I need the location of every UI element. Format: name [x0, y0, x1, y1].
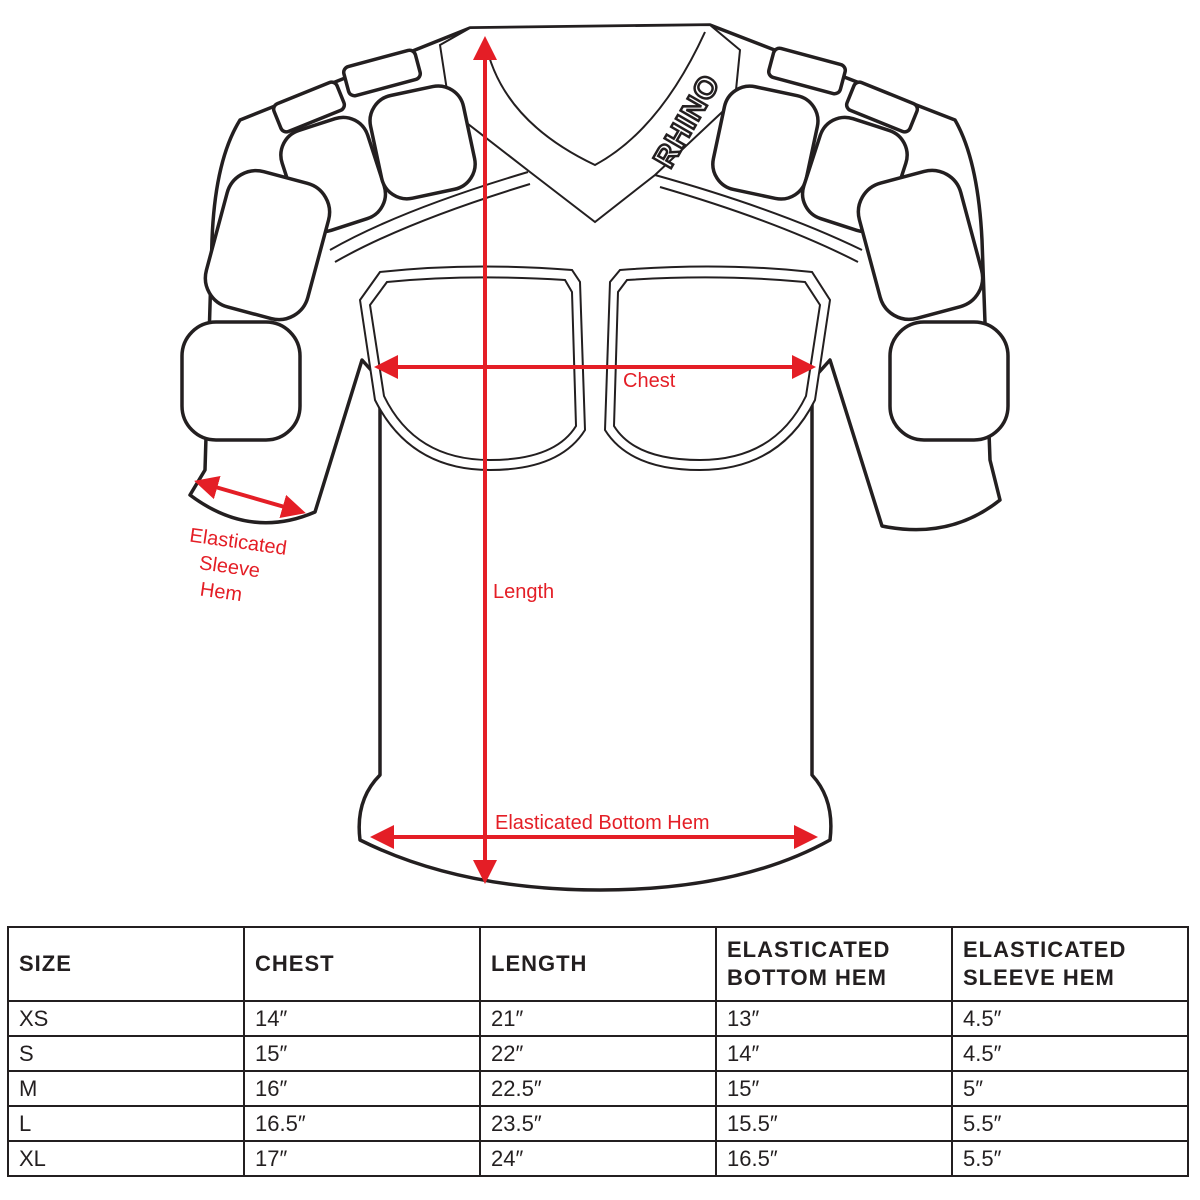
collar-inner	[484, 31, 706, 167]
table-cell: XL	[7, 1140, 245, 1177]
sleeve-hem-arrow	[194, 476, 306, 518]
table-cell: XS	[7, 1000, 245, 1037]
shoulder-strip-left-1	[271, 80, 347, 134]
table-cell: S	[7, 1035, 245, 1072]
table-cell: 5.5″	[951, 1105, 1189, 1142]
sleeve-hem-label: Elasticated Sleeve Hem	[188, 525, 288, 607]
table-cell: 23.5″	[479, 1105, 717, 1142]
chest-pad-left-inner	[368, 276, 578, 462]
yoke-seam-left-2	[334, 183, 531, 263]
arm-pad-right-upper	[856, 168, 985, 322]
table-cell: 22″	[479, 1035, 717, 1072]
yoke-seam-left	[329, 171, 529, 251]
column-header: ELASTICATED BOTTOM HEM	[715, 926, 953, 1002]
length-label: Length	[493, 581, 554, 603]
column-header: LENGTH	[479, 926, 717, 1002]
table-cell: 15.5″	[715, 1105, 953, 1142]
chest-pad-right-inner	[612, 276, 822, 462]
column-header: SIZE	[7, 926, 245, 1002]
table-cell: M	[7, 1070, 245, 1107]
elbow-pad-right	[888, 320, 1010, 442]
table-cell: 16″	[243, 1070, 481, 1107]
table-cell: 4.5″	[951, 1035, 1189, 1072]
column-header: ELASTICATED SLEEVE HEM	[951, 926, 1189, 1002]
table-cell: 5.5″	[951, 1140, 1189, 1177]
table-cell: 24″	[479, 1140, 717, 1177]
table-cell: 16.5″	[715, 1140, 953, 1177]
column-header: CHEST	[243, 926, 481, 1002]
table-cell: 17″	[243, 1140, 481, 1177]
column-header-text: LENGTH	[491, 951, 588, 976]
shirt-diagram: RHINO Chest Length Elasticated Bottom He…	[180, 23, 1010, 892]
shoulder-pad-left-2	[368, 84, 477, 201]
column-header-text: SLEEVE HEM	[963, 965, 1115, 990]
yoke-seam-right	[654, 174, 863, 251]
yoke-seam-right-2	[659, 186, 859, 263]
table-cell: 5″	[951, 1070, 1189, 1107]
table-cell: 22.5″	[479, 1070, 717, 1107]
table-cell: 15″	[243, 1035, 481, 1072]
shoulder-pad-right-1	[711, 84, 820, 201]
arm-pad-left-upper	[203, 168, 332, 322]
bottom-hem-label: Elasticated Bottom Hem	[495, 812, 710, 834]
column-header-text: ELASTICATED	[727, 937, 891, 962]
shoulder-strip-right-2	[844, 80, 920, 134]
table-cell: 16.5″	[243, 1105, 481, 1142]
table-cell: 14″	[715, 1035, 953, 1072]
table-cell: L	[7, 1105, 245, 1142]
table-cell: 4.5″	[951, 1000, 1189, 1037]
chest-label: Chest	[623, 370, 676, 392]
sleeve-hem-label-line2: Sleeve	[198, 552, 262, 582]
column-header-text: SIZE	[19, 951, 72, 976]
table-cell: 21″	[479, 1000, 717, 1037]
table-cell: 15″	[715, 1070, 953, 1107]
elbow-pad-left	[180, 320, 302, 442]
sleeve-hem-label-line3: Hem	[199, 578, 244, 606]
shoulder-strip-left-2	[341, 48, 423, 98]
column-header-text: BOTTOM HEM	[727, 965, 887, 990]
shoulder-strip-right-1	[766, 46, 848, 96]
column-header-text: ELASTICATED	[963, 937, 1127, 962]
column-header-text: CHEST	[255, 951, 335, 976]
table-cell: 14″	[243, 1000, 481, 1037]
table-cell: 13″	[715, 1000, 953, 1037]
